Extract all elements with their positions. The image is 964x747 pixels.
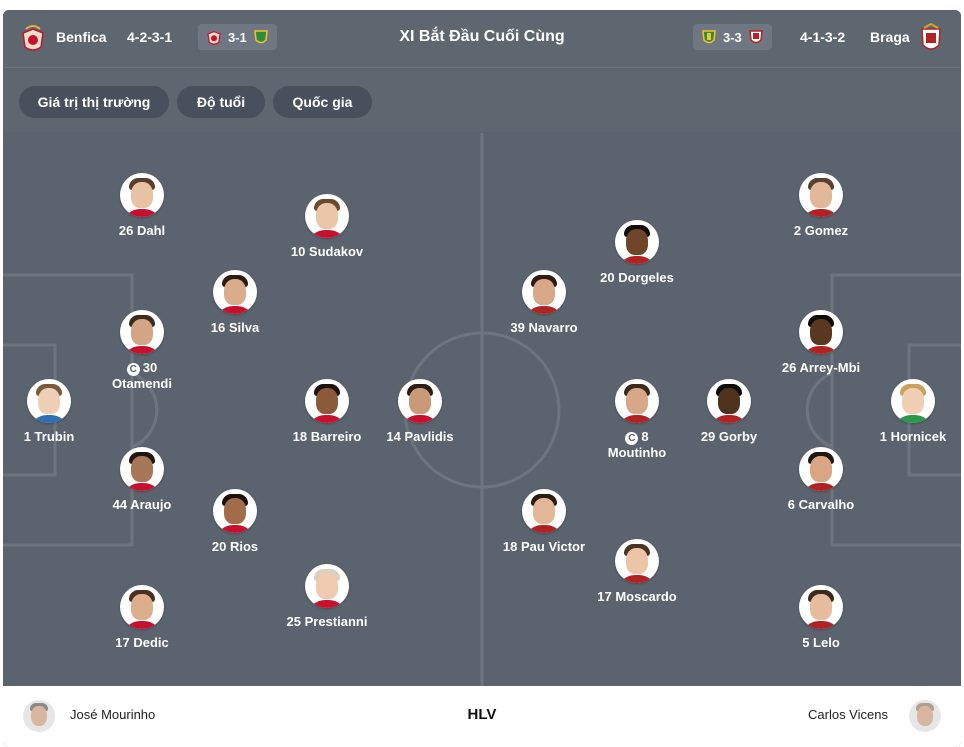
player-photo — [615, 539, 659, 583]
player-photo — [305, 379, 349, 423]
player-home-8[interactable]: 44 Araujo — [72, 447, 212, 513]
home-formation: 4-2-3-1 — [127, 29, 173, 45]
opponent-crest-icon — [253, 30, 268, 44]
player-name: 1 Hornicek — [879, 429, 947, 444]
player-away-2[interactable]: 20 Dorgeles — [567, 220, 707, 286]
player-name: 1 Trubin — [23, 429, 75, 444]
player-name: 18 Pau Victor — [502, 539, 586, 554]
player-name: 16 Silva — [210, 320, 260, 335]
player-name: 29 Gorby — [700, 429, 758, 444]
player-photo — [213, 270, 257, 314]
home-last-result[interactable]: 3-1 — [198, 24, 277, 50]
player-photo — [305, 564, 349, 608]
player-photo — [27, 379, 71, 423]
player-photo — [522, 270, 566, 314]
player-photo — [799, 585, 843, 629]
player-name: 17 Dedic — [115, 635, 169, 650]
player-name: 17 Moscardo — [597, 589, 677, 604]
player-photo — [799, 447, 843, 491]
player-name: 44 Araujo — [112, 497, 172, 512]
player-away-5[interactable]: 1 Hornicek — [843, 379, 961, 445]
player-photo — [799, 310, 843, 354]
filter-bar: Giá trị thị trường Độ tuổi Quốc gia — [3, 69, 961, 132]
player-photo — [305, 194, 349, 238]
away-coach-name[interactable]: Carlos Vicens — [808, 707, 888, 722]
player-home-3[interactable]: 16 Silva — [165, 270, 305, 336]
page-title: XI Bắt Đầu Cuối Cùng — [399, 28, 565, 45]
player-away-10[interactable]: 17 Moscardo — [567, 539, 707, 605]
opponent-crest-icon — [702, 30, 716, 44]
home-last-score: 3-1 — [228, 29, 247, 45]
player-name: 10 Sudakov — [290, 244, 364, 259]
player-away-3[interactable]: 39 Navarro — [474, 270, 614, 336]
player-photo — [615, 220, 659, 264]
player-photo — [522, 489, 566, 533]
player-photo — [120, 310, 164, 354]
away-last-result[interactable]: 3-3 — [693, 24, 772, 50]
player-away-1[interactable]: 2 Gomez — [751, 173, 891, 239]
away-coach-avatar — [909, 700, 941, 732]
player-home-1[interactable]: 26 Dahl — [72, 173, 212, 239]
home-coach-avatar — [23, 700, 55, 732]
captain-icon: C — [126, 363, 140, 376]
away-formation: 4-1-3-2 — [800, 29, 846, 45]
home-coach-name[interactable]: José Mourinho — [70, 707, 156, 722]
player-name: 20 Rios — [211, 539, 259, 554]
player-photo — [799, 173, 843, 217]
player-name: 5 Lelo — [802, 635, 840, 650]
player-name: 2 Gomez — [793, 223, 849, 238]
player-away-9[interactable]: 18 Pau Victor — [474, 489, 614, 555]
player-home-7[interactable]: 14 Pavlidis — [350, 379, 490, 445]
player-photo — [891, 379, 935, 423]
lineup-header: Benfica 4-2-3-1 3-1 XI Bắt Đầu Cuối Cùng… — [3, 10, 961, 68]
player-home-2[interactable]: 10 Sudakov — [257, 194, 397, 260]
player-home-9[interactable]: 20 Rios — [165, 489, 305, 555]
filter-age[interactable]: Độ tuổi — [177, 86, 265, 118]
player-name: Otamendi — [112, 376, 172, 391]
player-name: 26 Arrey-Mbi — [781, 360, 861, 375]
player-away-4[interactable]: 26 Arrey-Mbi — [751, 310, 891, 376]
away-last-score: 3-3 — [723, 29, 742, 45]
player-name: Moutinho — [607, 445, 667, 460]
braga-crest-icon — [921, 23, 941, 50]
player-away-11[interactable]: 5 Lelo — [751, 585, 891, 651]
player-name: 14 Pavlidis — [386, 429, 454, 444]
player-photo — [120, 447, 164, 491]
player-photo — [398, 379, 442, 423]
player-name: 39 Navarro — [510, 320, 578, 335]
player-name: 26 Dahl — [118, 223, 166, 238]
player-name: 20 Dorgeles — [600, 270, 674, 285]
player-home-5[interactable]: 1 Trubin — [3, 379, 119, 445]
player-away-7[interactable]: 29 Gorby — [659, 379, 799, 445]
player-home-11[interactable]: 17 Dedic — [72, 585, 212, 651]
home-team-name[interactable]: Benfica — [56, 29, 107, 45]
benfica-crest-icon — [22, 25, 44, 51]
player-name: 6 Carvalho — [787, 497, 855, 512]
coach-label: HLV — [467, 706, 497, 723]
filter-nationality[interactable]: Quốc gia — [273, 86, 372, 118]
player-away-8[interactable]: 6 Carvalho — [751, 447, 891, 513]
away-team-name[interactable]: Braga — [870, 29, 910, 45]
player-photo — [213, 489, 257, 533]
player-home-6[interactable]: 18 Barreiro — [257, 379, 397, 445]
player-photo — [615, 379, 659, 423]
filter-market-value[interactable]: Giá trị thị trường — [19, 86, 169, 118]
player-photo — [707, 379, 751, 423]
braga-crest-icon — [748, 30, 763, 44]
player-home-10[interactable]: 25 Prestianni — [257, 564, 397, 630]
player-name: 18 Barreiro — [292, 429, 362, 444]
lineup-card: Benfica 4-2-3-1 3-1 XI Bắt Đầu Cuối Cùng… — [3, 10, 961, 747]
captain-icon: C — [625, 432, 639, 445]
player-photo — [120, 585, 164, 629]
player-photo — [120, 173, 164, 217]
player-name: 25 Prestianni — [286, 614, 368, 629]
coaches-bar: José Mourinho HLV Carlos Vicens — [3, 686, 961, 747]
benfica-crest-icon — [207, 30, 221, 45]
